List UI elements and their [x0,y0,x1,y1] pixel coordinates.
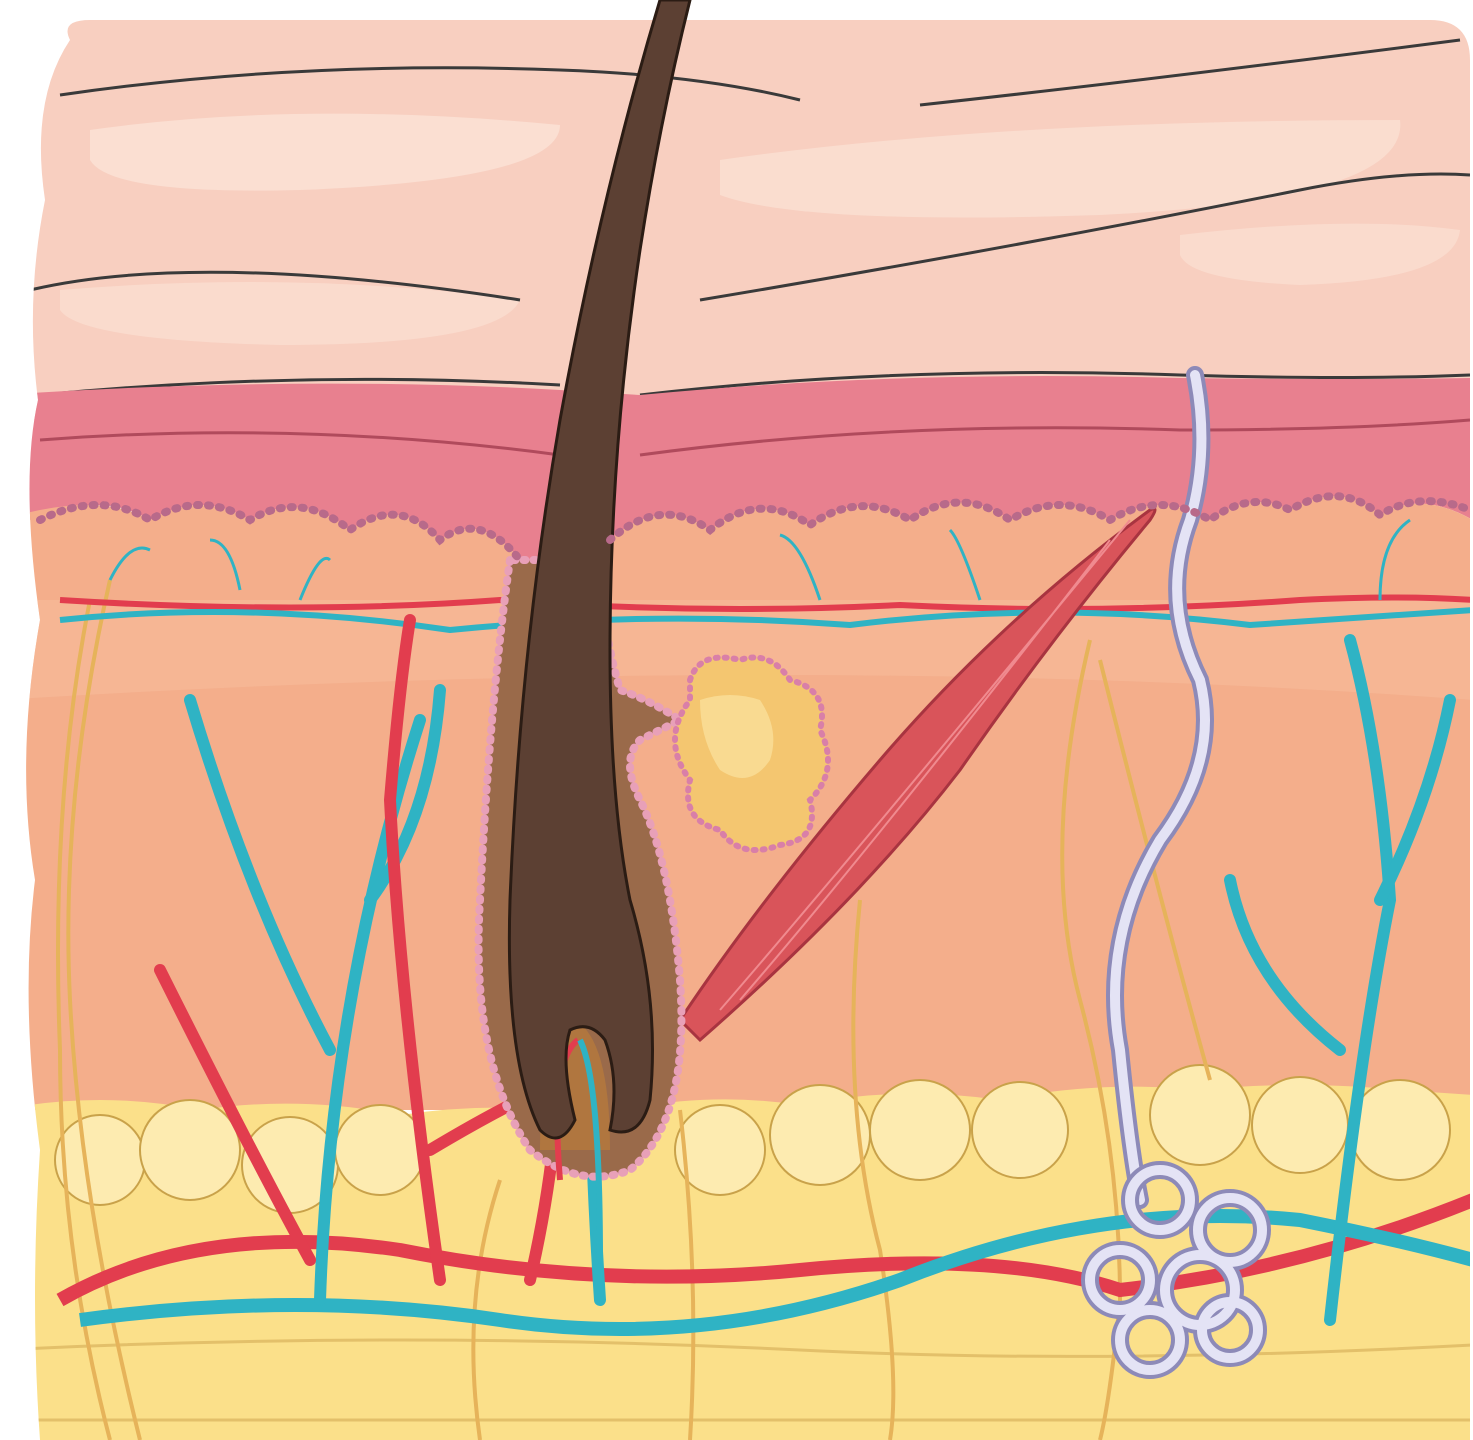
stratum-corneum-layer [0,0,1473,420]
